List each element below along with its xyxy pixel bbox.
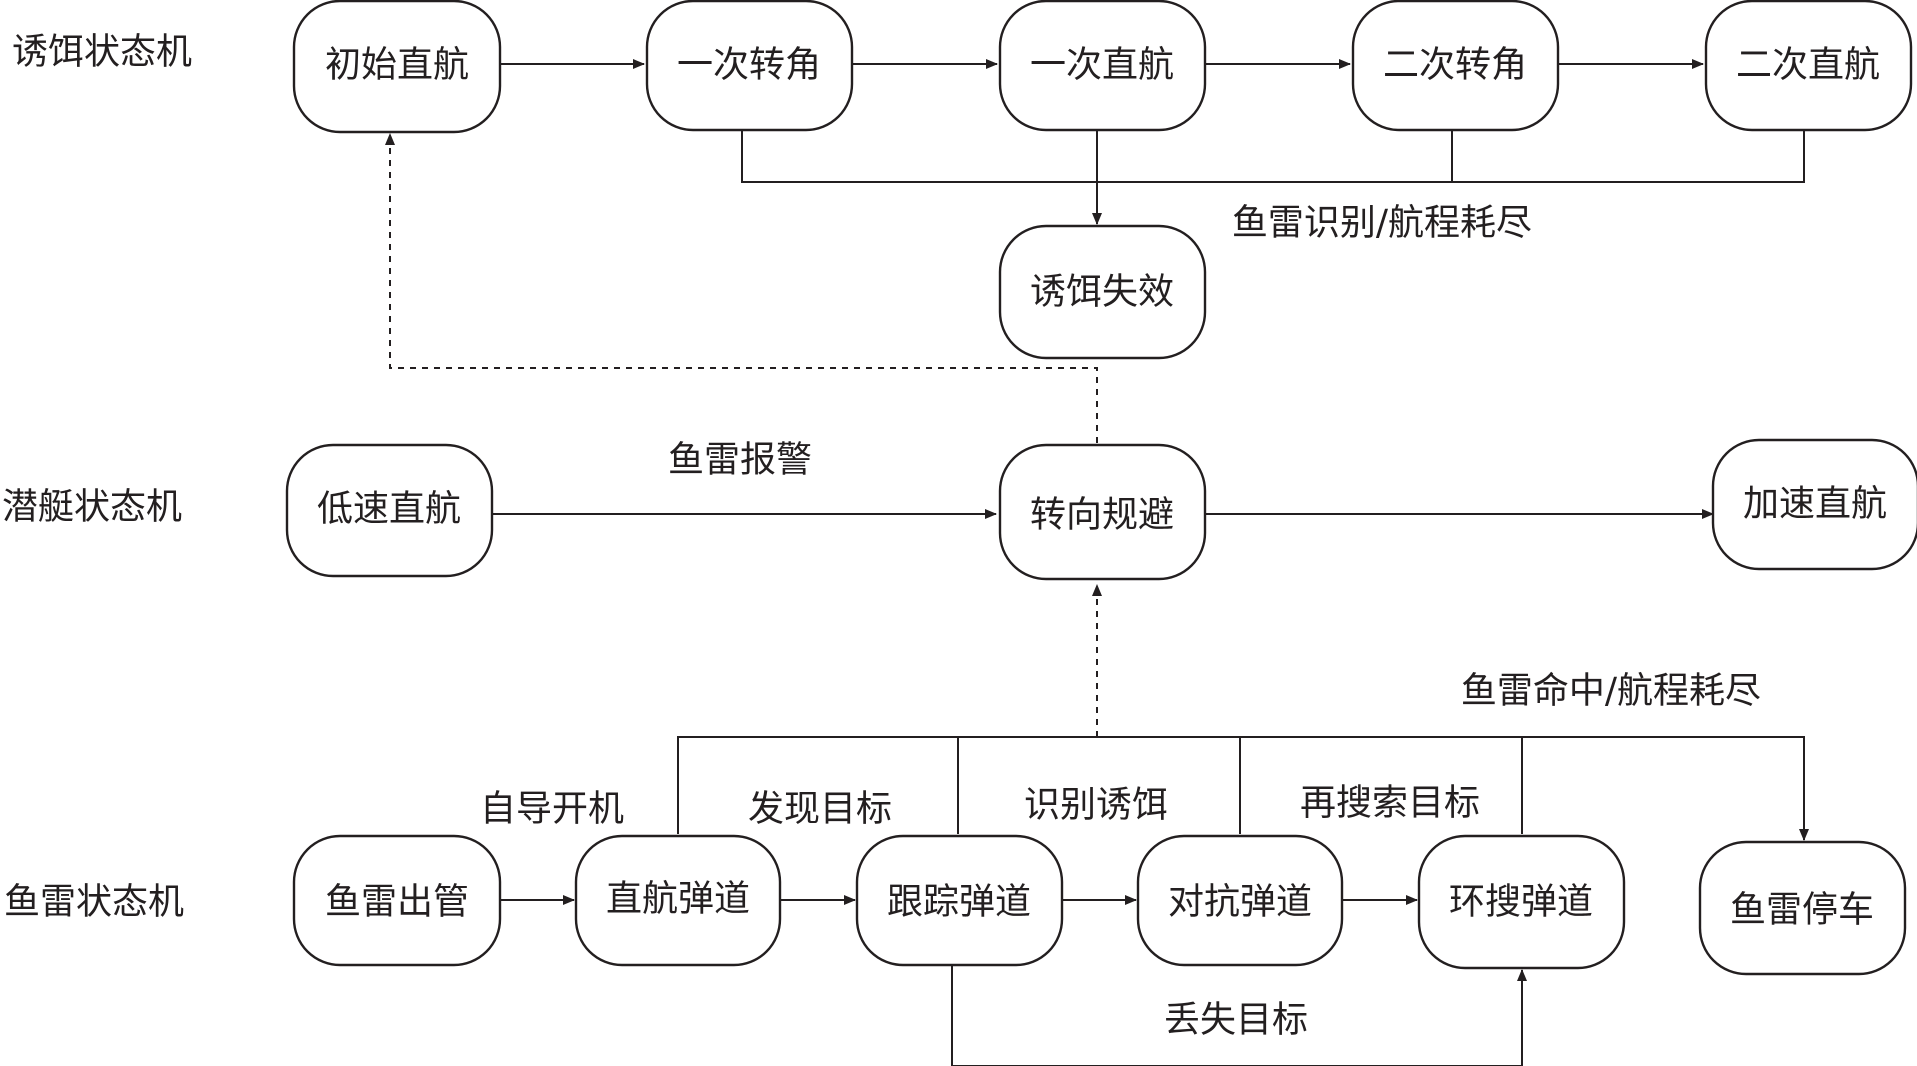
state-box [1698, 840, 1907, 976]
label-target-lost: 丢失目标 [1164, 1000, 1308, 1041]
state-box [1417, 834, 1626, 970]
row-label-submarine: 潜艇状态机 [2, 487, 182, 528]
state-decoy-straight2: 二次直航 [1704, 0, 1913, 132]
state-label: 二次转角 [1383, 45, 1527, 86]
state-decoy-straight1: 一次直航 [998, 0, 1207, 132]
state-box [1351, 0, 1560, 132]
state-decoy-fail: 诱饵失效 [998, 224, 1207, 360]
label-decoy-fail: 鱼雷识别/航程耗尽 [1232, 203, 1532, 244]
state-sub-slow: 低速直航 [285, 443, 494, 578]
state-torp-counter: 对抗弹道 [1136, 834, 1344, 967]
state-decoy-turn2: 二次转角 [1351, 0, 1560, 132]
state-sub-fast: 加速直航 [1711, 438, 1917, 571]
decoy-edges [385, 59, 1805, 443]
state-box [1704, 0, 1913, 132]
label-torpedo-alarm: 鱼雷报警 [668, 440, 812, 481]
torpedo-edges [500, 584, 1809, 1066]
state-label: 跟踪弹道 [887, 882, 1031, 923]
state-box [998, 0, 1207, 132]
state-sub-evade: 转向规避 [998, 443, 1207, 581]
state-decoy-init: 初始直航 [292, 0, 502, 134]
label-target-found: 发现目标 [748, 789, 892, 830]
state-label: 二次直航 [1736, 45, 1880, 86]
label-decoy-identified: 识别诱饵 [1024, 785, 1168, 826]
state-decoy-turn1: 一次转角 [645, 0, 854, 132]
state-label: 一次转角 [677, 45, 821, 86]
state-box [285, 443, 494, 578]
state-label: 对抗弹道 [1168, 882, 1312, 923]
state-label: 低速直航 [317, 489, 461, 530]
state-box [292, 0, 502, 134]
state-box [1136, 834, 1344, 967]
state-box [1711, 438, 1917, 571]
row-label-decoy: 诱饵状态机 [12, 32, 192, 73]
row-label-torpedo: 鱼雷状态机 [4, 882, 184, 923]
state-torp-search: 环搜弹道 [1417, 834, 1626, 970]
edge-evade-launches-decoy [385, 133, 1098, 443]
label-homing-on: 自导开机 [480, 789, 624, 830]
label-torpedo-stop: 鱼雷命中/航程耗尽 [1461, 671, 1761, 712]
state-torp-straight: 直航弹道 [574, 834, 782, 967]
state-torp-stop: 鱼雷停车 [1698, 840, 1907, 976]
state-label: 诱饵失效 [1030, 272, 1174, 313]
state-label: 环搜弹道 [1449, 882, 1593, 923]
state-label: 鱼雷出管 [325, 882, 469, 923]
state-box [645, 0, 854, 132]
state-box [574, 834, 782, 967]
state-torp-launch: 鱼雷出管 [292, 834, 502, 967]
edge-track-lost-to-search [951, 966, 1527, 1066]
state-box [855, 834, 1064, 967]
state-box [998, 443, 1207, 581]
state-torp-track: 跟踪弹道 [855, 834, 1064, 967]
state-label: 初始直航 [325, 45, 469, 86]
state-label: 加速直航 [1743, 484, 1887, 525]
state-label: 直航弹道 [606, 879, 750, 920]
edge-decoy-bus [741, 130, 1805, 183]
state-box [998, 224, 1207, 360]
state-label: 一次直航 [1030, 45, 1174, 86]
label-research-target: 再搜索目标 [1300, 783, 1480, 824]
state-box [292, 834, 502, 967]
state-label: 转向规避 [1030, 495, 1174, 536]
state-label: 鱼雷停车 [1730, 890, 1874, 931]
